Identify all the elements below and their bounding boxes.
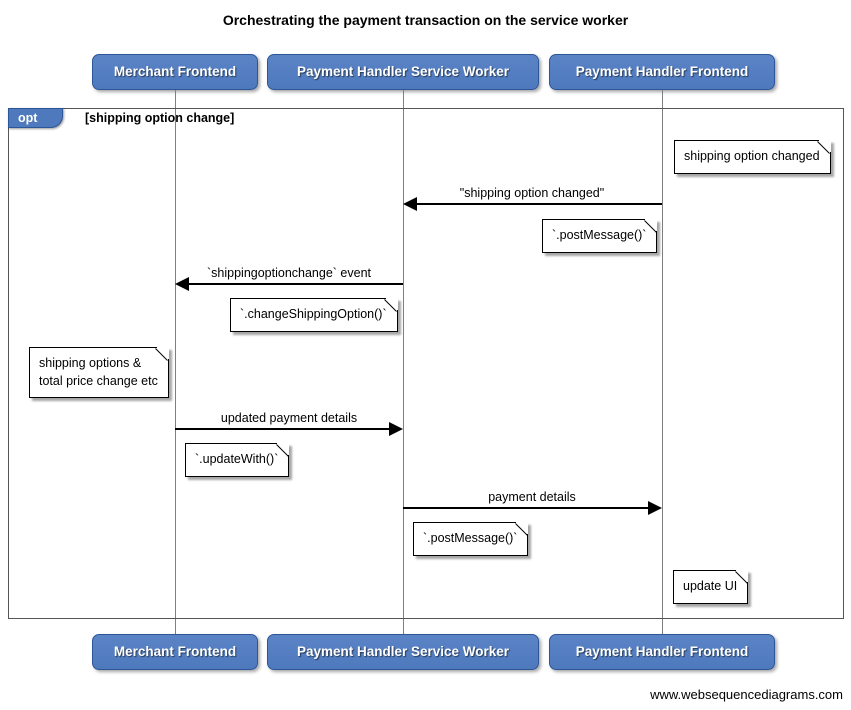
actor-payment-handler-service-worker-top: Payment Handler Service Worker <box>267 54 539 90</box>
message-line <box>177 283 403 285</box>
note-shipping-option-changed: shipping option changed <box>674 140 831 174</box>
arrowhead-icon <box>403 197 417 211</box>
lifeline-payment-handler-service-worker <box>403 90 404 634</box>
actor-payment-handler-service-worker-bottom: Payment Handler Service Worker <box>267 634 539 670</box>
message-label: updated payment details <box>220 411 358 425</box>
arrowhead-icon <box>648 501 662 515</box>
opt-operator-tab: opt <box>8 108 63 128</box>
note-shipping-options-total-price: shipping options & total price change et… <box>29 347 169 398</box>
actor-merchant-frontend-bottom: Merchant Frontend <box>92 634 258 670</box>
message-label: "shipping option changed" <box>459 186 605 200</box>
message-line <box>405 203 662 205</box>
actor-merchant-frontend-top: Merchant Frontend <box>92 54 258 90</box>
actor-payment-handler-frontend-bottom: Payment Handler Frontend <box>549 634 775 670</box>
arrowhead-icon <box>175 277 189 291</box>
arrowhead-icon <box>389 422 403 436</box>
actor-payment-handler-frontend-top: Payment Handler Frontend <box>549 54 775 90</box>
note-postmessage-1: `.postMessage()` <box>542 219 658 253</box>
note-updatewith: `.updateWith()` <box>185 443 290 477</box>
message-label: payment details <box>488 490 576 504</box>
opt-fragment-frame: opt [shipping option change] <box>8 108 844 619</box>
note-postmessage-2: `.postMessage()` <box>413 522 529 556</box>
lifeline-merchant-frontend <box>175 90 176 634</box>
message-line <box>403 507 648 509</box>
message-label: `shippingoptionchange` event <box>206 266 372 280</box>
watermark-websequencediagrams: www.websequencediagrams.com <box>650 687 843 702</box>
opt-guard-label: [shipping option change] <box>85 111 235 125</box>
diagram-title: Orchestrating the payment transaction on… <box>222 12 629 28</box>
message-line <box>175 428 389 430</box>
lifeline-payment-handler-frontend <box>662 90 663 634</box>
note-update-ui: update UI <box>673 570 749 604</box>
note-changeshippingoption: `.changeShippingOption()` <box>230 298 398 332</box>
